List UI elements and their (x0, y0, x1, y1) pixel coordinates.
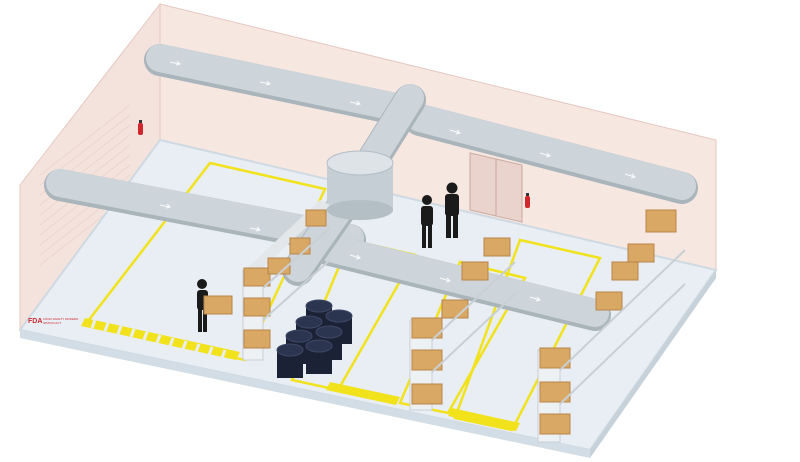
barrel-icon (305, 339, 333, 374)
barrel-icon (276, 343, 304, 378)
person-icon (197, 279, 233, 332)
person-icon (445, 182, 459, 238)
floor-edge (20, 330, 590, 458)
person-icon (421, 195, 433, 248)
shelving-unit-middle (409, 237, 516, 411)
svg-text:IZATION ACT: IZATION ACT (43, 321, 61, 325)
barrel-cluster (276, 299, 353, 378)
air-handler-unit (326, 150, 394, 220)
double-door (469, 152, 523, 223)
fire-extinguisher-icon (525, 193, 530, 208)
svg-text:FDA: FDA (28, 318, 42, 325)
fsma-logo: FDA FOOD SAFETY MODERN IZATION ACT (28, 317, 78, 325)
fire-extinguisher-icon (138, 120, 143, 135)
svg-text:FOOD SAFETY MODERN: FOOD SAFETY MODERN (43, 317, 78, 321)
shelving-unit-right (537, 209, 686, 443)
airflow-arrow-icon (159, 60, 636, 302)
floor-edge-right (590, 270, 716, 458)
hazard-stripes (81, 318, 520, 431)
shelving-unit-left (242, 200, 331, 361)
